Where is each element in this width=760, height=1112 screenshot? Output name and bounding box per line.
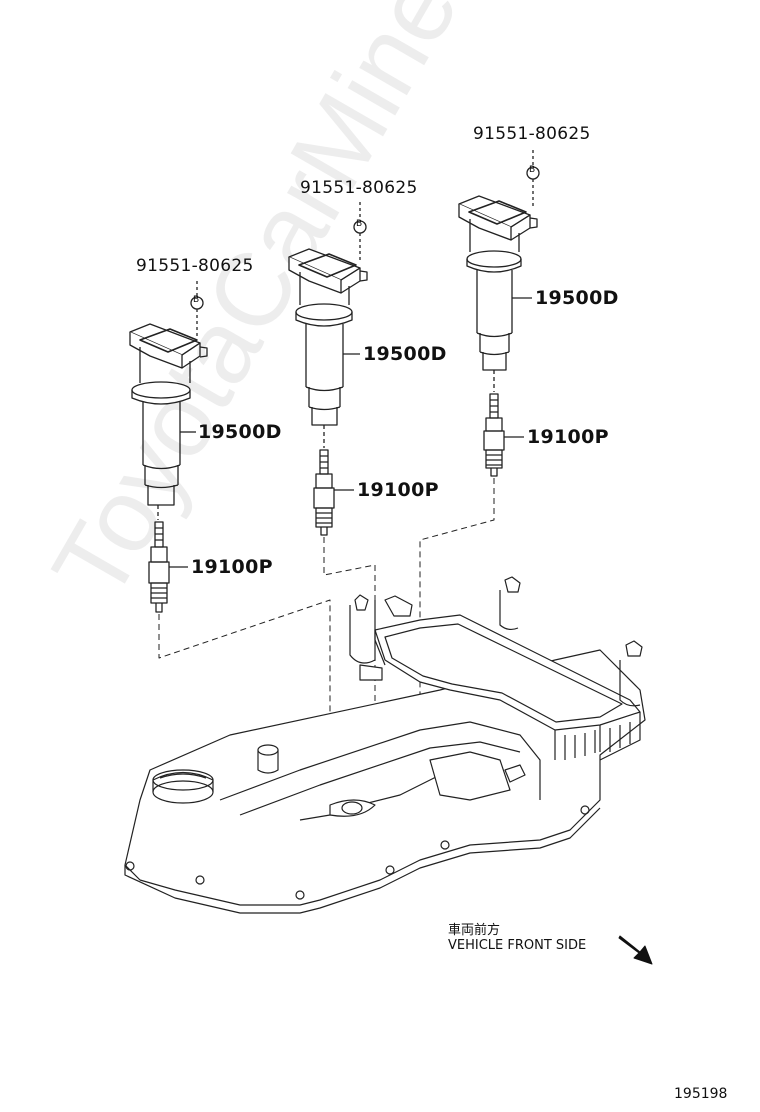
- ignition-coil-left: [129, 323, 208, 520]
- front-side-japanese: 車両前方: [448, 923, 501, 938]
- bolt-markers: [190, 150, 540, 336]
- callout-leaders: [169, 297, 532, 568]
- bolt-part-number-middle: 91551-80625: [300, 178, 418, 198]
- plug-part-number-right: 19100P: [527, 426, 609, 448]
- coil-part-number-left: 19500D: [198, 421, 282, 443]
- bolt-marker-middle: B: [356, 219, 363, 229]
- bolt-part-number-left: 91551-80625: [136, 256, 254, 276]
- spark-plug-left: [148, 521, 170, 613]
- arrow-down-right-icon: [618, 935, 653, 965]
- ignition-coil-right: [458, 195, 538, 392]
- bolt-part-number-right: 91551-80625: [473, 124, 591, 144]
- coil-part-number-middle: 19500D: [363, 343, 447, 365]
- front-side-english: VEHICLE FRONT SIDE: [448, 938, 587, 953]
- spark-plug-middle: [313, 449, 335, 536]
- spark-plug-right: [483, 393, 505, 477]
- plug-part-number-middle: 19100P: [357, 479, 439, 501]
- figure-number: 195198: [674, 1086, 728, 1102]
- coil-part-number-right: 19500D: [535, 287, 619, 309]
- bolt-marker-right: B: [529, 165, 536, 175]
- plug-part-number-left: 19100P: [191, 556, 273, 578]
- cylinder-head-cover: [124, 576, 646, 914]
- bolt-marker-left: B: [193, 295, 200, 305]
- ignition-coil-middle: [288, 248, 368, 448]
